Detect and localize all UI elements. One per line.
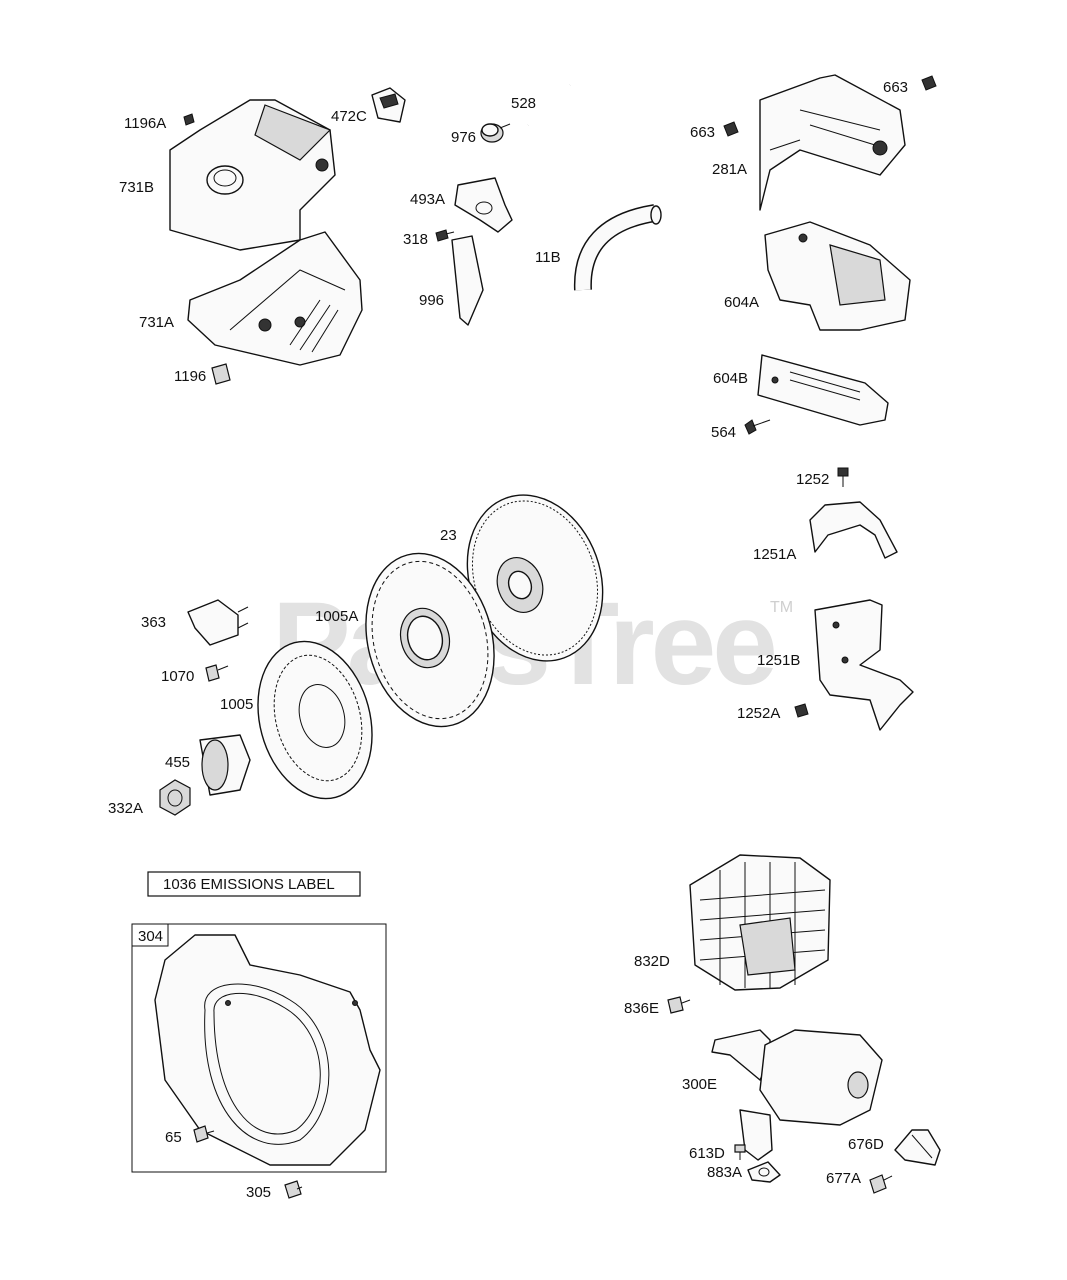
- watermark-tm: TM: [770, 599, 793, 616]
- label-300E: 300E: [682, 1076, 717, 1093]
- label-305: 305: [246, 1184, 271, 1201]
- part-836E-screw[interactable]: [667, 996, 691, 1014]
- label-832D: 832D: [634, 953, 670, 970]
- part-281A-shroud[interactable]: [759, 74, 906, 211]
- part-455-cup[interactable]: [199, 734, 251, 796]
- label-1005A: 1005A: [315, 608, 358, 625]
- part-472C-clip[interactable]: [371, 87, 406, 123]
- label-332A: 332A: [108, 800, 143, 817]
- label-604A: 604A: [724, 294, 759, 311]
- emissions-label-box: 1036 EMISSIONS LABEL: [147, 871, 361, 897]
- part-676D-deflector[interactable]: [894, 1129, 941, 1166]
- part-304-blower-housing[interactable]: [154, 934, 381, 1166]
- part-493A-bracket[interactable]: [454, 177, 513, 233]
- label-613D: 613D: [689, 1145, 725, 1162]
- label-1196: 1196: [174, 368, 206, 385]
- part-1005-fan-housing[interactable]: [241, 628, 389, 811]
- part-731B-fuel-tank[interactable]: [169, 99, 336, 251]
- part-23-flywheel[interactable]: [445, 476, 625, 680]
- label-455: 455: [165, 754, 190, 771]
- label-23: 23: [440, 527, 457, 544]
- part-1196A-screw[interactable]: [183, 113, 195, 126]
- part-883A-gasket[interactable]: [747, 1161, 781, 1183]
- label-883A: 883A: [707, 1164, 742, 1181]
- part-65-screw[interactable]: [193, 1125, 215, 1143]
- label-65: 65: [165, 1129, 182, 1146]
- part-663-screw-a[interactable]: [921, 75, 937, 91]
- part-1252-screw[interactable]: [837, 467, 849, 487]
- part-604A-baffle[interactable]: [764, 221, 911, 331]
- label-528: 528: [511, 95, 536, 112]
- part-663-screw-b[interactable]: [723, 121, 739, 137]
- label-663-b: 663: [690, 124, 715, 141]
- part-731A-cover[interactable]: [187, 231, 363, 366]
- label-493A: 493A: [410, 191, 445, 208]
- label-281A: 281A: [712, 161, 747, 178]
- part-996-plate[interactable]: [451, 235, 484, 326]
- part-528-tube[interactable]: [526, 83, 572, 127]
- label-1070: 1070: [161, 668, 194, 685]
- part-318-screw[interactable]: [435, 229, 455, 242]
- part-1251A-cover[interactable]: [809, 501, 898, 559]
- label-976: 976: [451, 129, 476, 146]
- label-1251B: 1251B: [757, 652, 800, 669]
- part-976-valve[interactable]: [480, 123, 511, 143]
- emissions-label-text: 1036 EMISSIONS LABEL: [163, 876, 335, 893]
- part-677A-screw[interactable]: [869, 1174, 893, 1194]
- part-613D-screw[interactable]: [734, 1144, 746, 1160]
- part-300E-muffler[interactable]: [711, 1029, 883, 1161]
- label-318: 318: [403, 231, 428, 248]
- label-663-a: 663: [883, 79, 908, 96]
- part-1251B-bracket[interactable]: [814, 599, 914, 731]
- label-996: 996: [419, 292, 444, 309]
- part-11B-hose[interactable]: [573, 204, 662, 291]
- label-731A: 731A: [139, 314, 174, 331]
- label-11B: 11B: [535, 249, 561, 266]
- part-1070-screw[interactable]: [205, 664, 229, 682]
- label-472C: 472C: [331, 108, 367, 125]
- label-1252A: 1252A: [737, 705, 780, 722]
- label-677A: 677A: [826, 1170, 861, 1187]
- part-1005A-fan[interactable]: [347, 539, 512, 741]
- label-836E: 836E: [624, 1000, 659, 1017]
- label-1252: 1252: [796, 471, 829, 488]
- part-604B-plate[interactable]: [757, 354, 889, 426]
- part-832D-muffler-guard[interactable]: [689, 854, 831, 991]
- label-1251A: 1251A: [753, 546, 796, 563]
- label-676D: 676D: [848, 1136, 884, 1153]
- label-564: 564: [711, 424, 736, 441]
- part-1196-screw[interactable]: [211, 363, 231, 385]
- part-363-bracket[interactable]: [187, 599, 249, 646]
- label-363: 363: [141, 614, 166, 631]
- part-332A-nut[interactable]: [159, 779, 191, 816]
- blower-housing-frame: 304: [131, 923, 387, 1173]
- label-1005: 1005: [220, 696, 253, 713]
- label-731B: 731B: [119, 179, 154, 196]
- label-1196A: 1196A: [124, 115, 166, 132]
- part-564-screw[interactable]: [744, 419, 771, 435]
- label-604B: 604B: [713, 370, 748, 387]
- part-1252A-screw[interactable]: [794, 703, 809, 718]
- part-305-screw[interactable]: [284, 1180, 303, 1199]
- box-label-304: 304: [138, 928, 163, 945]
